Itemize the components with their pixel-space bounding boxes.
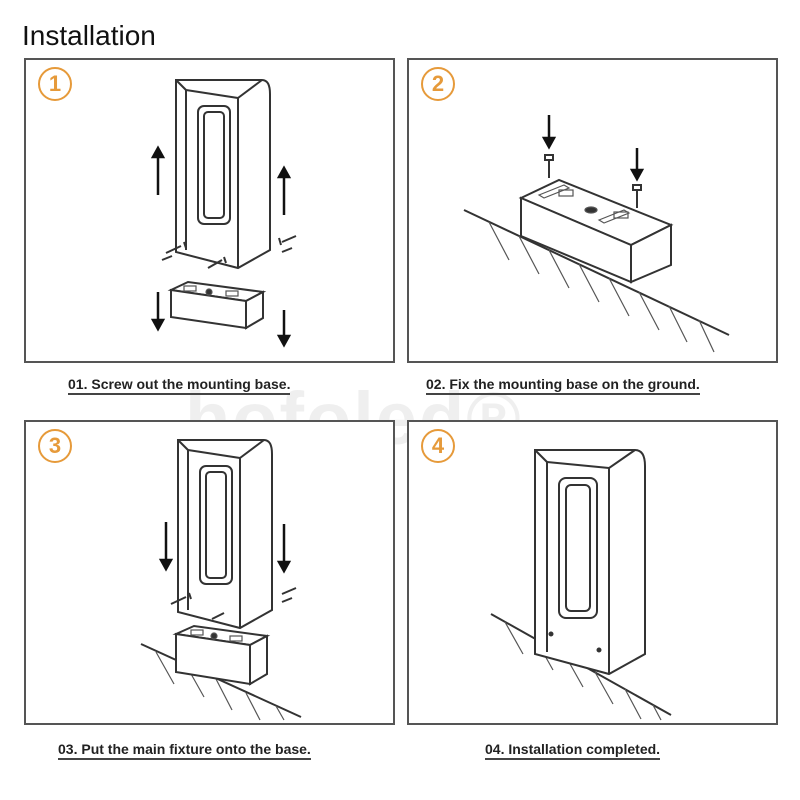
step-4-number-badge: 4 <box>421 429 455 463</box>
step-1-number-badge: 1 <box>38 67 72 101</box>
step-4-panel: 4 <box>407 420 778 725</box>
step-1-panel: 1 <box>24 58 395 363</box>
step-2-number-badge: 2 <box>421 67 455 101</box>
step-1-illustration <box>150 79 297 348</box>
step-3-caption: 03. Put the main fixture onto the base. <box>58 741 311 760</box>
step-2-caption: 02. Fix the mounting base on the ground. <box>426 376 700 395</box>
step-3-illustration <box>140 439 302 721</box>
step-2-illustration <box>463 115 730 353</box>
step-2-panel: 2 <box>407 58 778 363</box>
step-1-caption: 01. Screw out the mounting base. <box>68 376 291 395</box>
step-4-caption: 04. Installation completed. <box>485 741 661 760</box>
step-3-panel: 3 <box>24 420 395 725</box>
step-3-number-badge: 3 <box>38 429 72 463</box>
page-title: Installation <box>22 20 156 51</box>
step-4-illustration <box>490 449 672 721</box>
